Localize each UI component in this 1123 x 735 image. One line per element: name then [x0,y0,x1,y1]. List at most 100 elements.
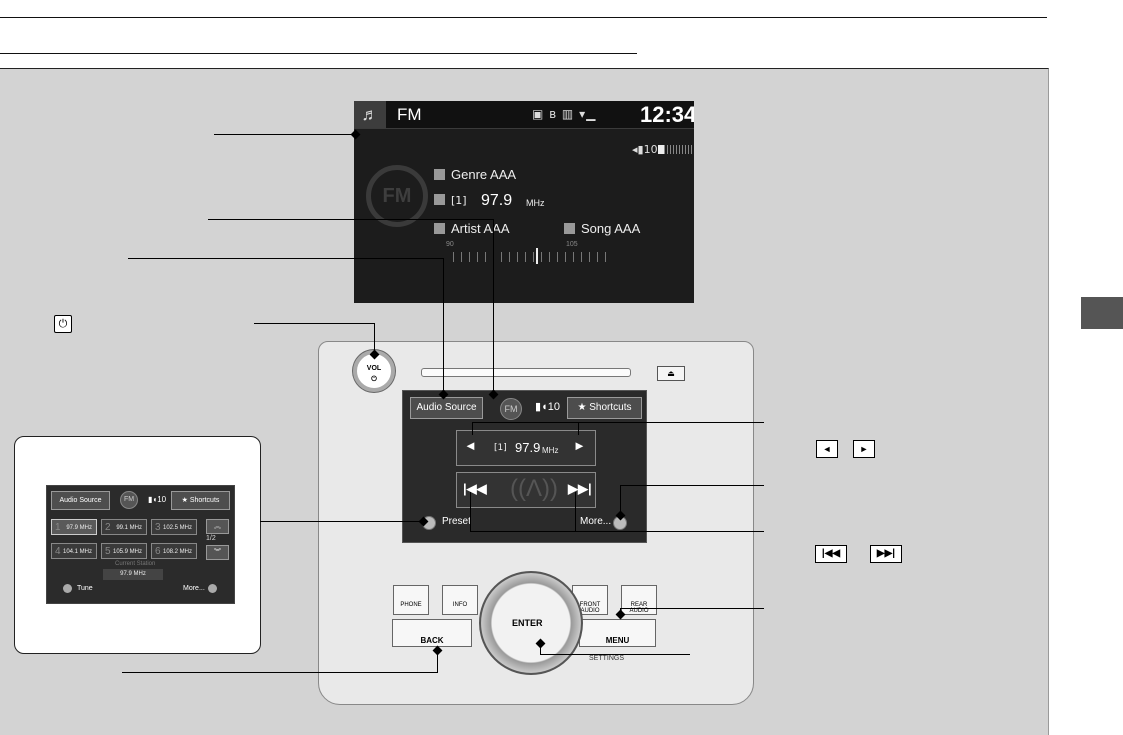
inset-more-knob-icon[interactable] [208,584,217,593]
leader-line [620,485,621,515]
preset-label[interactable]: Preset [442,516,471,527]
fm-logo-icon: FM [366,165,428,227]
tune-down-icon[interactable]: ◄ [464,438,477,453]
info-button[interactable]: INFO [442,585,478,615]
power-icon: ⏻ [54,315,72,333]
tune-right-callout-icon: ► [853,440,875,458]
display-channel: 1 [455,194,463,207]
volume-meter [658,145,692,154]
page-indicator: 1/2 [206,535,216,542]
display-frequency: 97.9 [481,192,513,209]
screen-frequency-unit: MHz [542,446,559,455]
shortcuts-button[interactable]: ★ Shortcuts [567,397,642,419]
leader-line [540,643,541,655]
inset-shortcuts-label: Shortcuts [189,497,220,504]
song-row: Song AAA [564,221,640,236]
leader-line [472,422,473,435]
genre-icon [434,169,445,180]
leader-line [214,134,356,135]
leader-line [540,654,690,655]
audio-source-button[interactable]: Audio Source [410,397,483,419]
inset-more-label[interactable]: More... [183,585,205,592]
leader-line [128,258,444,259]
eject-button[interactable]: ⏏ [657,366,685,381]
page-down-icon[interactable]: ︾ [206,545,229,560]
inset-volume-level: 10 [157,495,167,504]
inset-fm-icon: FM [120,491,138,509]
screen-volume: ▮◖10 [535,400,560,413]
screen-volume-level: 10 [547,401,560,413]
display-frequency-unit: MHz [526,198,545,208]
tune-knob-icon[interactable] [63,584,72,593]
antenna-icon: ((Λ)) [510,475,558,502]
leader-line [437,650,438,673]
leader-line [254,323,375,324]
upper-display: ♬ FM ▣ ʙ ▥ ▾▁ 12:34 ◂▮10 FM Genre AAA [1… [354,101,694,303]
scale-end: 105 [566,241,578,248]
artist-row: Artist AAA [434,221,510,236]
clock: 12:34 [640,102,694,127]
preset-num: 5 [105,546,111,557]
tuner-needle [536,248,538,264]
preset-num: 6 [155,546,161,557]
menu-button[interactable]: MENU [579,619,656,647]
tuner-scale [453,252,613,262]
preset-freq: 104.1 MHz [62,549,92,555]
leader-line [575,492,576,532]
leader-line [470,531,764,532]
skip-forward-icon[interactable]: ▶▶| [568,481,592,496]
chapter-tab [1081,297,1123,329]
header-rule [0,17,1047,18]
phone-button[interactable]: PHONE [393,585,429,615]
display-volume-level: 10 [643,143,658,156]
inset-audio-source-button[interactable]: Audio Source [51,491,110,510]
interface-dial[interactable] [479,571,583,675]
current-station-frequency: 97.9 MHz [103,569,163,580]
front-audio-button[interactable]: FRONT AUDIO [572,585,608,615]
vol-knob-label: VOL [366,365,382,372]
music-note-icon[interactable]: ♬ [354,101,386,128]
screen-frequency: 97.9 [515,440,541,455]
artist-icon [434,223,445,234]
artist-label: Artist AAA [451,221,510,236]
preset-num: 4 [55,546,61,557]
rear-audio-button[interactable]: REAR AUDIO [621,585,657,615]
back-button[interactable]: BACK [392,619,472,647]
skip-back-icon[interactable]: |◀◀ [463,481,487,496]
tune-label[interactable]: Tune [77,585,93,592]
more-label[interactable]: More... [580,516,612,527]
settings-label[interactable]: SETTINGS [589,655,625,662]
display-source-label: FM [397,105,422,124]
seek-bar [456,472,596,508]
leader-line [472,422,764,423]
screen-channel-num: 1 [497,443,504,453]
enter-label: ENTER [512,618,543,628]
scale-start: 90 [446,241,454,248]
song-icon [564,223,575,234]
preset-number-icon [434,194,445,205]
genre-label: Genre AAA [451,167,517,182]
page-up-icon[interactable]: ︽ [206,519,229,534]
tune-left-callout-icon: ◄ [816,440,838,458]
genre-row: Genre AAA [434,167,516,182]
speaker-icon: ▮◖ [535,401,548,413]
preset-num: 3 [155,522,161,533]
inset-shortcuts-button[interactable]: ★ Shortcuts [171,491,230,510]
song-label: Song AAA [581,221,641,236]
leader-line [620,485,764,486]
fm-source-icon[interactable]: FM [500,398,522,420]
tune-up-icon[interactable]: ► [573,438,586,453]
leader-line [578,422,579,435]
preset-freq: 108.2 MHz [162,549,192,555]
leader-line [122,672,438,673]
status-icons: ▣ ʙ ▥ ▾▁ [532,107,597,121]
star-icon: ★ [577,402,587,413]
skip-forward-callout-icon: ▶▶| [870,545,902,563]
leader-line [493,219,494,394]
